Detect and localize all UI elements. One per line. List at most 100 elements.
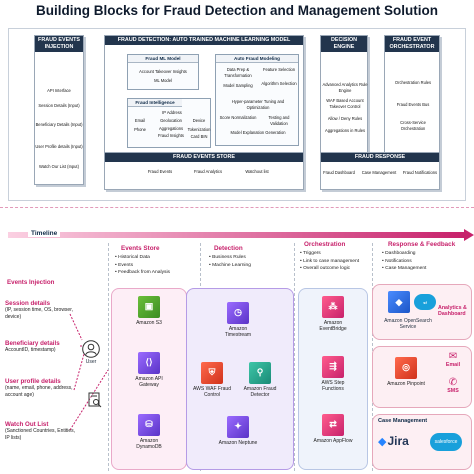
notifications-lane: [372, 346, 472, 408]
events-store-lane: [111, 288, 187, 470]
api-gateway-service: ⟨⟩ Amazon API Gateway: [127, 352, 171, 389]
source-title: Beneficiary details: [5, 340, 60, 347]
page-title: Building Blocks for Fraud Detection and …: [35, 3, 439, 18]
timeline-label: Timeline: [28, 230, 61, 237]
source-detail: (name, email, phone, address, account ag…: [5, 385, 73, 398]
salesforce-logo: salesforce: [430, 433, 462, 451]
source-title: Watch Out List: [5, 421, 49, 428]
ml-model-item: Account Takeover Insights: [139, 69, 187, 74]
dynamodb-icon: ⛁: [138, 414, 160, 436]
case-management-title: Case Management: [378, 418, 428, 424]
neptune-service: ✦ Amazon Neptune: [216, 416, 260, 446]
phone-icon: ✆: [448, 377, 458, 388]
fraud-response-block: FRAUD RESPONSE Fraud Dashboard Case Mana…: [320, 152, 440, 190]
email-item: ✉ Email: [436, 351, 470, 369]
section-divider: [0, 207, 474, 208]
timeline-arrow: [8, 229, 474, 241]
appflow-icon: ⇄: [322, 414, 344, 436]
intelligence-item: IP Address: [162, 110, 182, 115]
injection-item: Session Details (Input): [38, 103, 80, 108]
detection-bullets: • Business Rules • Machine Learning: [209, 254, 251, 269]
email-icon: ✉: [448, 351, 458, 362]
ml-model-header: Fraud ML Model: [128, 55, 198, 63]
column-divider: [294, 243, 295, 471]
modeling-item: Score Normalization: [219, 115, 257, 120]
orchestrator-item: Fraud Events Bus: [396, 102, 430, 107]
sms-item: ✆ SMS: [436, 377, 470, 395]
fraud-events-injection-block: FRAUD EVENTS INJECTION API Interface Ses…: [34, 35, 84, 185]
bullet: • Machine Learning: [209, 262, 251, 268]
salesforce-icon: sf: [414, 294, 436, 310]
injection-item: Watch Our List (Input): [39, 164, 79, 169]
source-detail: (IP, session time, OS, browser, device): [5, 307, 73, 320]
intelligence-item: Email: [134, 118, 146, 123]
step-functions-icon: ⇶: [322, 356, 344, 378]
opensearch-label: Amazon OpenSearch Service: [384, 318, 432, 331]
injection-item: User Profile details (Input): [35, 144, 83, 149]
s3-icon: ▣: [138, 296, 160, 318]
modeling-item: Feature Selection: [262, 67, 296, 72]
timestream-service: ◷ Amazon Timestream: [216, 302, 260, 339]
auto-fraud-modeling-box: Auto Fraud Modeling Data Prep & Transfor…: [215, 54, 299, 146]
orchestrator-header: FRAUD EVENT ORCHESTRATOR: [385, 36, 439, 52]
intelligence-header: Fraud Intelligence: [128, 99, 182, 107]
injection-source: Session details (IP, session time, OS, b…: [5, 300, 81, 320]
intelligence-item: Card BIN: [190, 134, 208, 139]
modeling-item: Testing and Validation: [268, 115, 290, 126]
auto-ml-block: FRAUD DETECTION: AUTO TRAINED MACHINE LE…: [104, 35, 304, 153]
bullet: • Overall outcome logic: [300, 266, 351, 272]
analytics-label: Analytics & Dashboard: [438, 305, 467, 318]
ml-model-item: ML Model: [154, 78, 172, 83]
intelligence-item: Tokenization: [187, 127, 211, 132]
response-bullets: • Dashboarding • Notifications • Case Ma…: [382, 250, 426, 273]
modeling-item: Model Explanation Generation: [230, 130, 286, 135]
response-header: FRAUD RESPONSE: [321, 153, 439, 162]
decision-header: DECISION ENGINE: [321, 36, 367, 52]
bullet: • Business Rules: [209, 255, 246, 260]
store-item: Watchout list: [245, 169, 269, 174]
injection-source: Watch Out List (Sanctioned Countries, En…: [5, 421, 81, 441]
column-header-detection: Detection: [214, 245, 243, 252]
intelligence-item: Geolocation: [160, 118, 182, 123]
orchestrator-item: Orchestration Rules: [394, 80, 432, 85]
eventbridge-icon: ⁂: [322, 296, 344, 318]
injection-source: User profile details (name, email, phone…: [5, 378, 81, 398]
orchestration-lane: [298, 288, 368, 470]
bullet: • Feedback from Analysis: [115, 270, 170, 276]
fraud-intelligence-box: Fraud Intelligence IP Address Email Geol…: [127, 98, 211, 148]
fraud-detector-service: ⚲ Amazon Fraud Detector: [238, 362, 282, 399]
bullet: • Events: [115, 262, 134, 268]
response-item: Fraud Dashboard: [323, 170, 355, 175]
source-title: Session details: [5, 300, 51, 307]
column-header-orchestration: Orchestration: [304, 241, 346, 248]
s3-service: ▣ Amazon S3: [127, 296, 171, 326]
modeling-item: Hyper-parameter Tuning and Optimization: [231, 99, 285, 110]
bullet: • Notifications: [382, 258, 412, 264]
waf-service: ⛨ AWS WAF Fraud Control: [190, 362, 234, 399]
column-header-response: Response & Feedback: [388, 241, 456, 248]
store-item: Fraud Analytics: [194, 169, 222, 174]
bullet: • Link to case management: [300, 258, 360, 264]
modeling-item: Algorithm Selection: [261, 81, 297, 86]
bullet: • Case Management: [382, 266, 427, 272]
event-orchestrator-block: FRAUD EVENT ORCHESTRATOR Orchestration R…: [384, 35, 440, 153]
pinpoint-service: ◎ Amazon Pinpoint: [384, 357, 428, 387]
source-detail: AccountID, timestamp): [5, 347, 56, 353]
intelligence-item: Phone: [134, 127, 146, 132]
orchestrator-item: Cross-Service Orchestration: [400, 120, 426, 131]
injection-header: FRAUD EVENTS INJECTION: [35, 36, 83, 52]
decision-item: Advanced Analytics Rule Engine: [322, 82, 368, 93]
pinpoint-icon: ◎: [395, 357, 417, 379]
auto-ml-header: FRAUD DETECTION: AUTO TRAINED MACHINE LE…: [105, 36, 303, 45]
bullet: • Dashboarding: [382, 251, 416, 256]
fraud-ml-model-box: Fraud ML Model Account Takeover Insights…: [127, 54, 199, 90]
jira-logo: ◆ Jira: [378, 434, 409, 448]
source-detail: (Sanctioned Countries, Entities, IP list…: [5, 428, 76, 441]
dynamodb-service: ⛁ Amazon DynamoDB: [127, 414, 171, 451]
modeling-item: Model Sampling: [223, 83, 253, 88]
appflow-service: ⇄ Amazon AppFlow: [311, 414, 355, 444]
api-gateway-icon: ⟨⟩: [138, 352, 160, 374]
column-divider: [108, 243, 109, 471]
intelligence-item: Aggregations: [158, 126, 184, 131]
fraud-detector-icon: ⚲: [249, 362, 271, 384]
